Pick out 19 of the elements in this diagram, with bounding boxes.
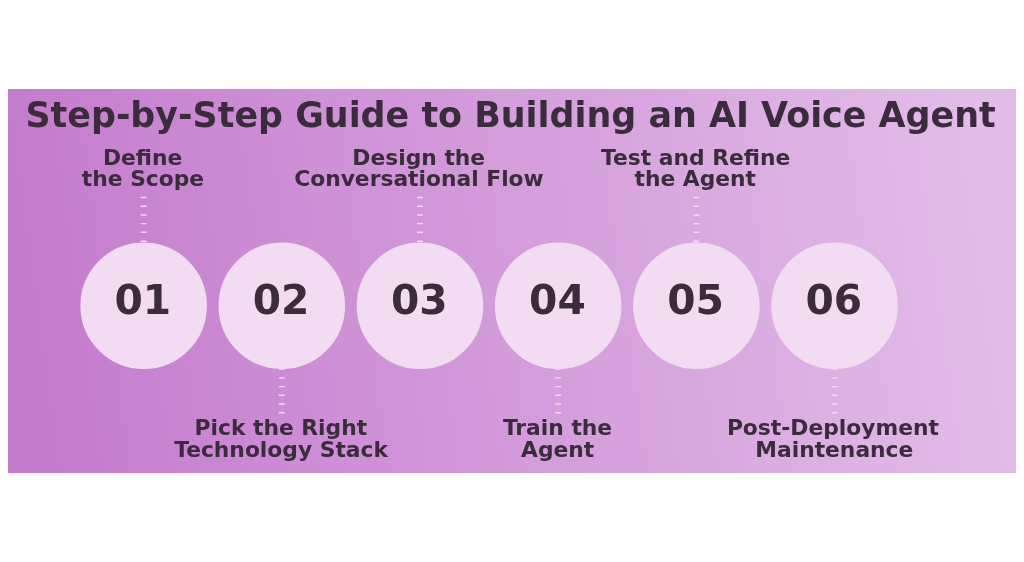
connector [140, 196, 147, 243]
node-text: Post-Deployment Maintenance [726, 415, 939, 462]
connector [417, 196, 423, 243]
node-circle: 01 [80, 242, 207, 369]
connector [831, 368, 838, 415]
connector [278, 368, 285, 415]
connector [693, 196, 700, 243]
node-circle: 06 [771, 242, 898, 369]
node-text: Test and Refine the Agent [601, 144, 791, 192]
node-circle: 02 [218, 242, 346, 369]
node-text: Train the Agent [502, 415, 613, 462]
node-text: Pick the Right Technology Stack [174, 415, 388, 462]
node-circle: 05 [633, 242, 760, 369]
node-text: Design the Conversational Flow [294, 144, 544, 192]
diagram-title: Step-by-Step Guide to Building an AI Voice Agent [25, 95, 996, 136]
connector [555, 368, 562, 415]
node-circle: 03 [356, 242, 484, 369]
node-circle: 04 [494, 242, 622, 369]
node-text: Define the Scope [81, 144, 205, 192]
